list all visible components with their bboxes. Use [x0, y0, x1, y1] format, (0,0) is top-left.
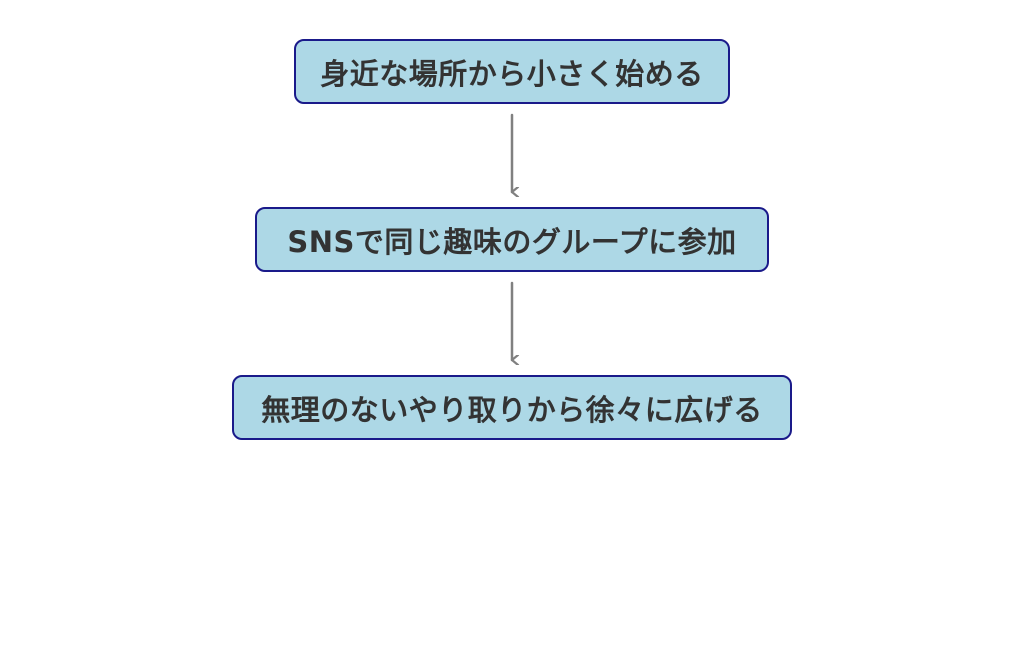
step-expand-gradually: 無理のないやり取りから徐々に広げる	[232, 375, 792, 440]
step-join-sns-hobby-group: SNSで同じ趣味のグループに参加	[255, 207, 769, 272]
step-start-small-nearby: 身近な場所から小さく始める	[294, 39, 730, 104]
